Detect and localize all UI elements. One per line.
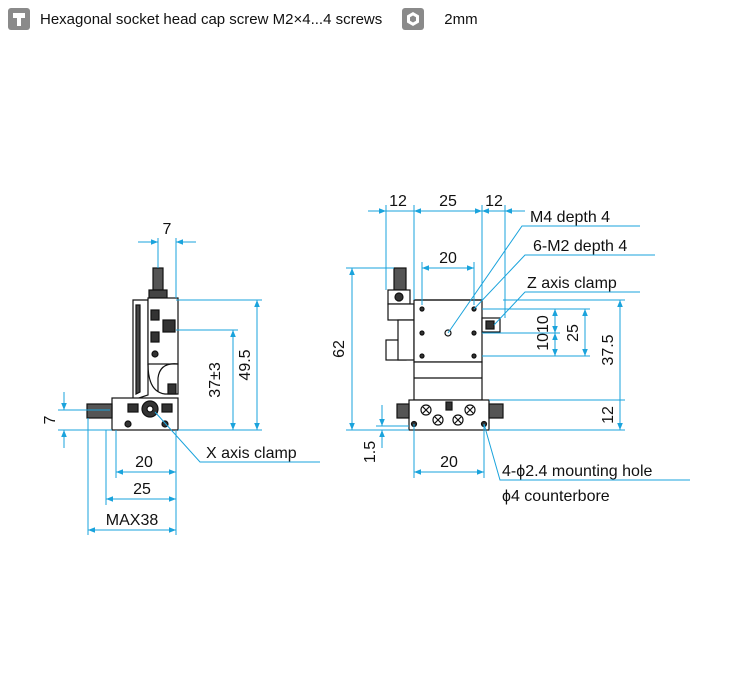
right-dimension-lines <box>346 205 690 481</box>
right-dim-20-top: 20 <box>439 250 457 267</box>
left-dim-49-5: 49.5 <box>237 349 254 380</box>
right-dim-1010: 1010 <box>535 315 552 351</box>
right-dimension-text: 12 25 12 20 62 1010 25 37.5 12 1.5 20 M4… <box>331 193 652 505</box>
left-dim-top-7: 7 <box>163 221 172 238</box>
left-dim-20: 20 <box>135 454 153 471</box>
z-axis-clamp-label: Z axis clamp <box>527 275 617 292</box>
hex-legend-text: 2mm <box>444 10 478 28</box>
right-dim-12-side: 12 <box>600 406 617 424</box>
left-dim-max38: MAX38 <box>106 512 159 529</box>
right-dim-25-top: 25 <box>439 193 457 210</box>
x-axis-clamp-label: X axis clamp <box>206 445 297 462</box>
left-dim-37: 37±3 <box>207 362 224 398</box>
left-dimension-text: 7 37±3 49.5 7 20 25 MAX38 X axis clamp <box>42 221 297 529</box>
legend-bar: Hexagonal socket head cap screw M2×4...4… <box>8 8 478 30</box>
right-dim-37-5: 37.5 <box>600 334 617 365</box>
screw-legend-text: Hexagonal socket head cap screw M2×4...4… <box>40 10 383 28</box>
right-dim-12b: 12 <box>485 193 503 210</box>
left-dim-side-7: 7 <box>42 415 59 424</box>
right-part-outline <box>385 267 504 431</box>
m2-depth-label: 6-M2 depth 4 <box>533 238 627 255</box>
right-dim-1-5: 1.5 <box>362 441 379 463</box>
socket-screw-icon <box>8 8 30 30</box>
right-dim-20-bottom: 20 <box>440 454 458 471</box>
left-view: 7 37±3 49.5 7 20 25 MAX38 X axis clamp <box>42 221 320 535</box>
left-dim-25: 25 <box>133 481 151 498</box>
right-view: 12 25 12 20 62 1010 25 37.5 12 1.5 20 M4… <box>331 193 690 505</box>
left-part-outline <box>86 267 179 431</box>
right-dim-12a: 12 <box>389 193 407 210</box>
left-dimension-lines <box>58 238 320 535</box>
right-dim-62: 62 <box>331 340 348 358</box>
hex-key-icon <box>402 8 425 30</box>
m4-depth-label: M4 depth 4 <box>530 209 610 226</box>
mounting-hole-label: 4-ϕ2.4 mounting hole <box>502 463 652 480</box>
counterbore-label: ϕ4 counterbore <box>502 488 610 505</box>
right-dim-25-side: 25 <box>565 324 582 342</box>
